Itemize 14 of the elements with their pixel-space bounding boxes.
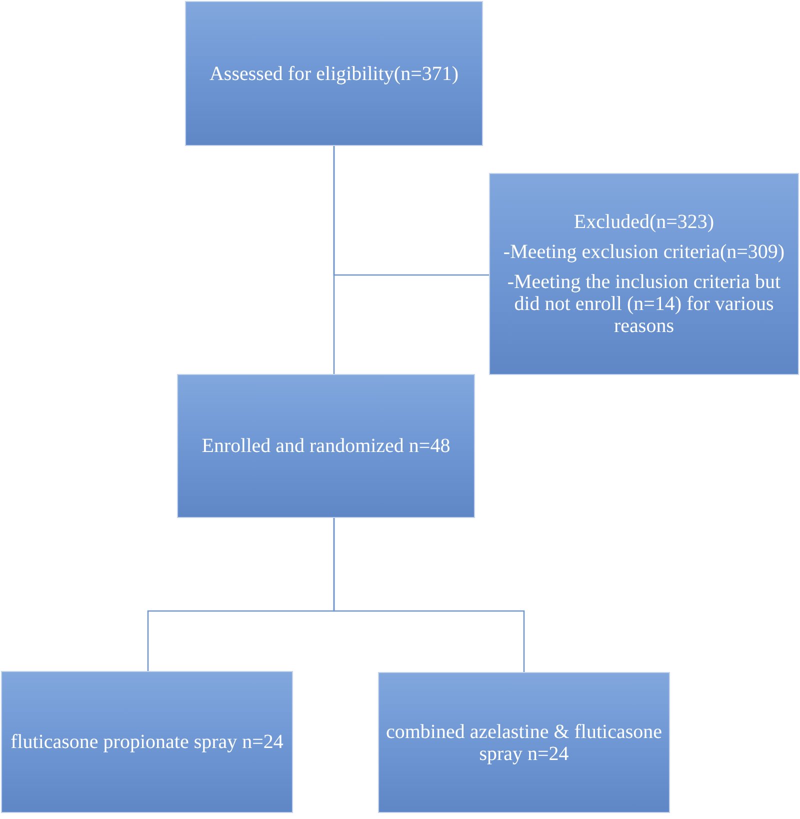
box-label: Assessed for eligibility(n=371) xyxy=(209,62,459,84)
process-box xyxy=(177,374,475,518)
connector-line xyxy=(333,518,525,672)
box-label: fluticasone propionate spray n=24 xyxy=(10,731,284,753)
process-box xyxy=(489,173,799,375)
process-box xyxy=(378,672,670,813)
box-heading: Excluded(n=323) xyxy=(574,211,714,233)
process-box xyxy=(1,671,293,813)
process-box xyxy=(185,1,483,146)
connector-line xyxy=(333,146,489,276)
box-list-text: -Meeting the inclusion criteria but did not enroll (n=14) for various reasons xyxy=(506,271,782,337)
box-list-text: -Meeting exclusion criteria(n=309) xyxy=(503,241,785,263)
box-label: Enrolled and randomized n=48 xyxy=(202,435,450,457)
box-label: combined azelastine & fluticasone spray n=24 xyxy=(384,720,663,764)
